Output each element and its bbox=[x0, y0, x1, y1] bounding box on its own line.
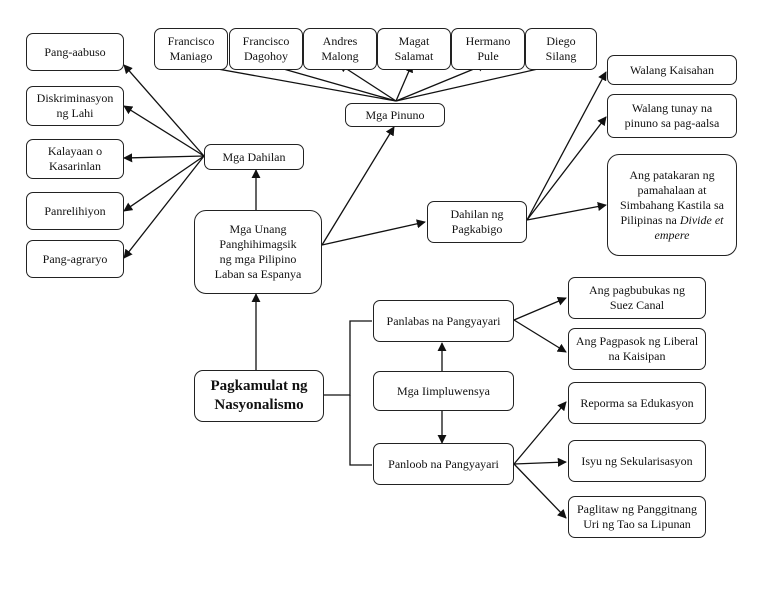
panloob-item-edukasyon: Reporma sa Edukasyon bbox=[568, 382, 706, 424]
mga-pinuno-node: Mga Pinuno bbox=[345, 103, 445, 127]
node-text: Walang Kaisahan bbox=[630, 62, 714, 77]
node-text: Pilipinas na bbox=[620, 212, 677, 227]
node-text: ng mga Pilipino bbox=[219, 252, 297, 266]
node-text: na Kaisipan bbox=[608, 349, 666, 363]
node-text-italic: empere bbox=[654, 227, 690, 242]
node-text: Diskriminasyon bbox=[36, 91, 114, 105]
panloob-item-sekularisasyon: Isyu ng Sekularisasyon bbox=[568, 440, 706, 482]
node-text: Pang-agraryo bbox=[42, 251, 108, 266]
node-text: Ang Pagpasok ng Liberal bbox=[575, 334, 699, 348]
dahilan-item-pang-agraryo: Pang-agraryo bbox=[26, 240, 124, 278]
node-text: Simbahang Kastila sa bbox=[620, 197, 724, 212]
root-title: Nasyonalismo bbox=[214, 397, 304, 413]
dahilan-item-panrelihiyon: Panrelihiyon bbox=[26, 192, 124, 230]
panloob-node: Panloob na Pangyayari bbox=[373, 443, 514, 485]
node-text: Silang bbox=[545, 49, 577, 63]
mga-dahilan-node: Mga Dahilan bbox=[204, 144, 304, 170]
node-text: Mga Dahilan bbox=[222, 149, 286, 164]
node-text: Pagkabigo bbox=[451, 222, 503, 236]
node-text: pinuno sa pag-aalsa bbox=[624, 116, 720, 130]
node-text: Magat bbox=[398, 34, 430, 48]
node-text: Paglitaw ng Panggitnang bbox=[577, 502, 697, 516]
node-text: Mga Pinuno bbox=[365, 107, 425, 122]
node-text: Andres bbox=[322, 34, 358, 48]
pagkabigo-item-divide-et-empere: Ang patakaran ng pamahalaan at Simbahang… bbox=[607, 154, 737, 256]
node-text: Pang-aabuso bbox=[44, 44, 106, 59]
node-text: Laban sa Espanya bbox=[214, 267, 302, 281]
root-title: Pagkamulat ng bbox=[210, 378, 308, 395]
node-text: Uri ng Tao sa Lipunan bbox=[583, 517, 691, 531]
node-text: Pule bbox=[477, 49, 499, 63]
node-text: Panloob na Pangyayari bbox=[388, 456, 499, 471]
node-text: Panrelihiyon bbox=[44, 203, 106, 218]
node-text: pamahalaan at bbox=[637, 182, 707, 197]
node-text: Panghihimagsik bbox=[219, 237, 297, 251]
node-text: Dahilan ng bbox=[450, 207, 504, 221]
dahilan-item-diskriminasyon: Diskriminasyon ng Lahi bbox=[26, 86, 124, 126]
node-text: Panlabas na Pangyayari bbox=[386, 313, 501, 328]
node-text: Hermano bbox=[465, 34, 511, 48]
dahilan-item-kalayaan: Kalayaan o Kasarinlan bbox=[26, 139, 124, 179]
unang-panghihimagsik-node: Mga Unang Panghihimagsik ng mga Pilipino… bbox=[194, 210, 322, 294]
node-text: ng Lahi bbox=[56, 106, 94, 120]
pagkabigo-item-kaisahan: Walang Kaisahan bbox=[607, 55, 737, 85]
node-text: Ang patakaran ng bbox=[629, 167, 715, 182]
node-text: Reporma sa Edukasyon bbox=[580, 395, 694, 410]
dahilan-item-pang-aabuso: Pang-aabuso bbox=[26, 33, 124, 71]
node-text: Ang pagbubukas ng bbox=[589, 283, 685, 297]
node-text: Francisco bbox=[242, 34, 290, 48]
node-text: Mga Iimpluwensya bbox=[397, 383, 490, 398]
node-text: Salamat bbox=[394, 49, 434, 63]
root-node-pagkamulat: Pagkamulat ng Nasyonalismo bbox=[194, 370, 324, 422]
node-text: Francisco bbox=[167, 34, 215, 48]
node-text-italic: Divide et bbox=[679, 212, 724, 227]
node-text: Kalayaan o bbox=[47, 144, 103, 158]
node-text: Mga Unang bbox=[229, 222, 287, 236]
node-text: Dagohoy bbox=[244, 49, 288, 63]
node-text: Kasarinlan bbox=[49, 159, 101, 173]
node-text: Malong bbox=[321, 49, 359, 63]
node-text: Maniago bbox=[169, 49, 213, 63]
iimpluwensya-node: Mga Iimpluwensya bbox=[373, 371, 514, 411]
node-text: Suez Canal bbox=[609, 298, 665, 312]
node-text: Diego bbox=[546, 34, 576, 48]
node-text: Walang tunay na bbox=[631, 101, 713, 115]
panlabas-node: Panlabas na Pangyayari bbox=[373, 300, 514, 342]
node-text: Isyu ng Sekularisasyon bbox=[581, 453, 693, 468]
